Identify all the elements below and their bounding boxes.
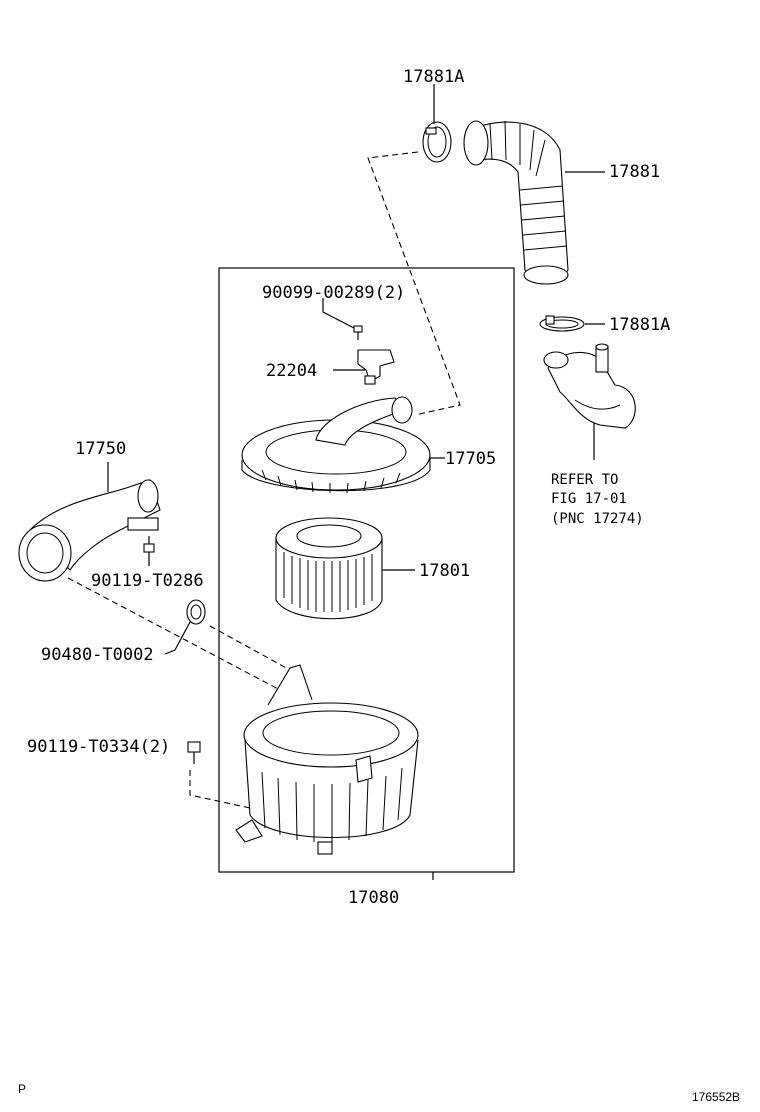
dashed-bolt-to-case <box>189 770 251 809</box>
leader-90099 <box>322 298 355 329</box>
screw-90099 <box>353 325 363 340</box>
label-90099-00289: 90099-00289(2) <box>262 283 405 303</box>
sensor-22204 <box>357 349 395 385</box>
label-17080: 17080 <box>348 888 399 908</box>
label-17881: 17881 <box>609 162 660 182</box>
label-17881a-top: 17881A <box>403 67 464 87</box>
refer-line3: (PNC 17274) <box>551 511 644 527</box>
inlet-duct-17750 <box>18 479 161 582</box>
dashed-hose-to-cap <box>367 151 461 416</box>
dashed-inlet-to-case <box>67 577 281 691</box>
label-90119-t0334: 90119-T0334(2) <box>27 737 170 757</box>
assembly-box-17080 <box>218 267 515 873</box>
leader-90480 <box>164 621 191 655</box>
refer-line2: FIG 17-01 <box>551 491 627 507</box>
label-17705: 17705 <box>445 449 496 469</box>
refer-line1: REFER TO <box>551 472 618 488</box>
label-17881a-mid: 17881A <box>609 315 670 335</box>
label-22204: 22204 <box>266 361 317 381</box>
label-17750: 17750 <box>75 439 126 459</box>
intake-elbow-pipe <box>543 343 636 429</box>
label-90119-t0286: 90119-T0286 <box>91 571 204 591</box>
hose-17881 <box>463 120 569 285</box>
bolt-90119-t0286 <box>143 536 155 553</box>
clamp-17881a-top <box>422 121 452 163</box>
cleaner-case-17080 <box>235 664 419 855</box>
label-17801: 17801 <box>419 561 470 581</box>
grommet-90480 <box>186 599 206 625</box>
bolt-90119-t0334 <box>187 741 201 764</box>
cleaner-cap-17705 <box>241 396 431 494</box>
label-90480-t0002: 90480-T0002 <box>41 645 154 665</box>
clamp-17881a-mid <box>539 315 585 332</box>
filter-element-17801 <box>275 517 383 620</box>
corner-figure-id: 176552B <box>692 1090 740 1104</box>
dashed-grommet-to-case <box>209 625 291 671</box>
corner-left-mark: P <box>18 1082 26 1096</box>
